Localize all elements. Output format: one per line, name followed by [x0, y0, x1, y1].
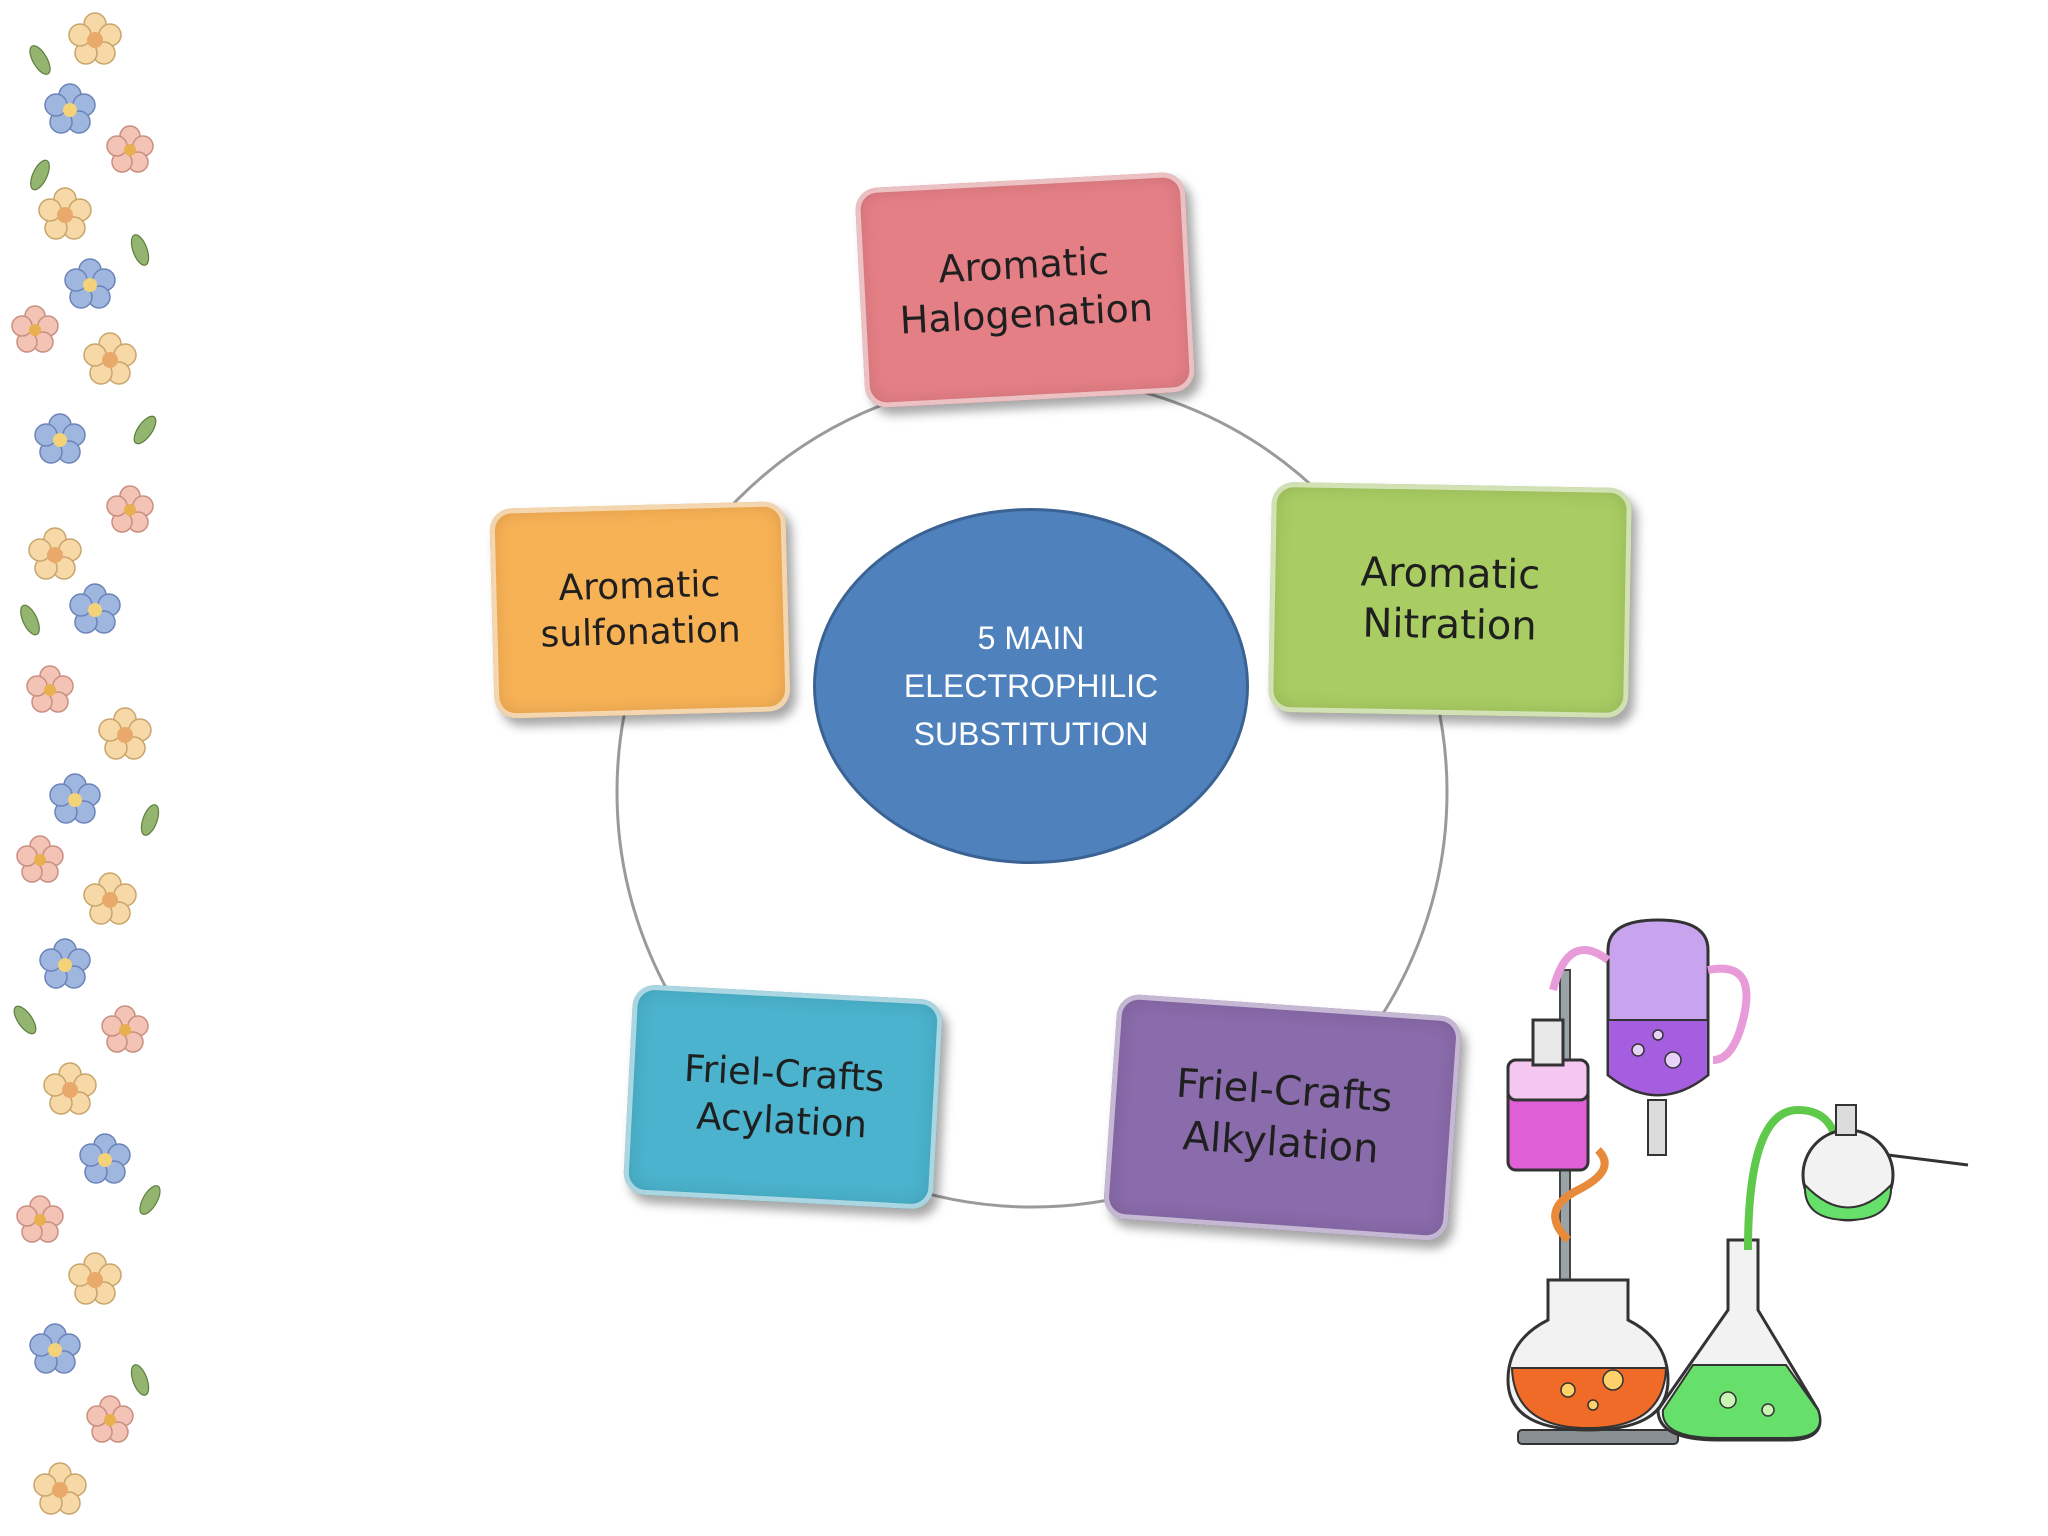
node-label: Friel-Crafts Acylation [680, 1044, 885, 1149]
node-label-line: Nitration [1362, 600, 1538, 650]
node-aromatic-sulfonation: Aromatic sulfonation [489, 501, 791, 719]
center-label-line: 5 MAIN [977, 620, 1085, 656]
node-friel-crafts-acylation: Friel-Crafts Acylation [622, 984, 944, 1210]
center-topic-ellipse: 5 MAIN ELECTROPHILIC SUBSTITUTION [813, 508, 1249, 864]
node-label-line: Aromatic [1360, 549, 1541, 599]
node-label: Aromatic Halogenation [896, 235, 1154, 345]
node-friel-crafts-alkylation: Friel-Crafts Alkylation [1102, 993, 1463, 1242]
node-aromatic-nitration: Aromatic Nitration [1268, 481, 1632, 719]
center-label-line: ELECTROPHILIC [903, 668, 1159, 704]
center-label-line: SUBSTITUTION [913, 716, 1149, 752]
node-label: Friel-Crafts Alkylation [1171, 1059, 1394, 1176]
center-label: 5 MAIN ELECTROPHILIC SUBSTITUTION [904, 614, 1158, 758]
node-label-line: Acylation [695, 1094, 869, 1147]
node-aromatic-halogenation: Aromatic Halogenation [854, 171, 1196, 409]
node-label: Aromatic Nitration [1359, 547, 1540, 652]
node-label-line: Aromatic [558, 563, 721, 610]
node-label: Aromatic sulfonation [539, 561, 741, 658]
node-label-line: sulfonation [540, 609, 742, 656]
chemistry-apparatus-illustration [1506, 918, 1969, 1445]
